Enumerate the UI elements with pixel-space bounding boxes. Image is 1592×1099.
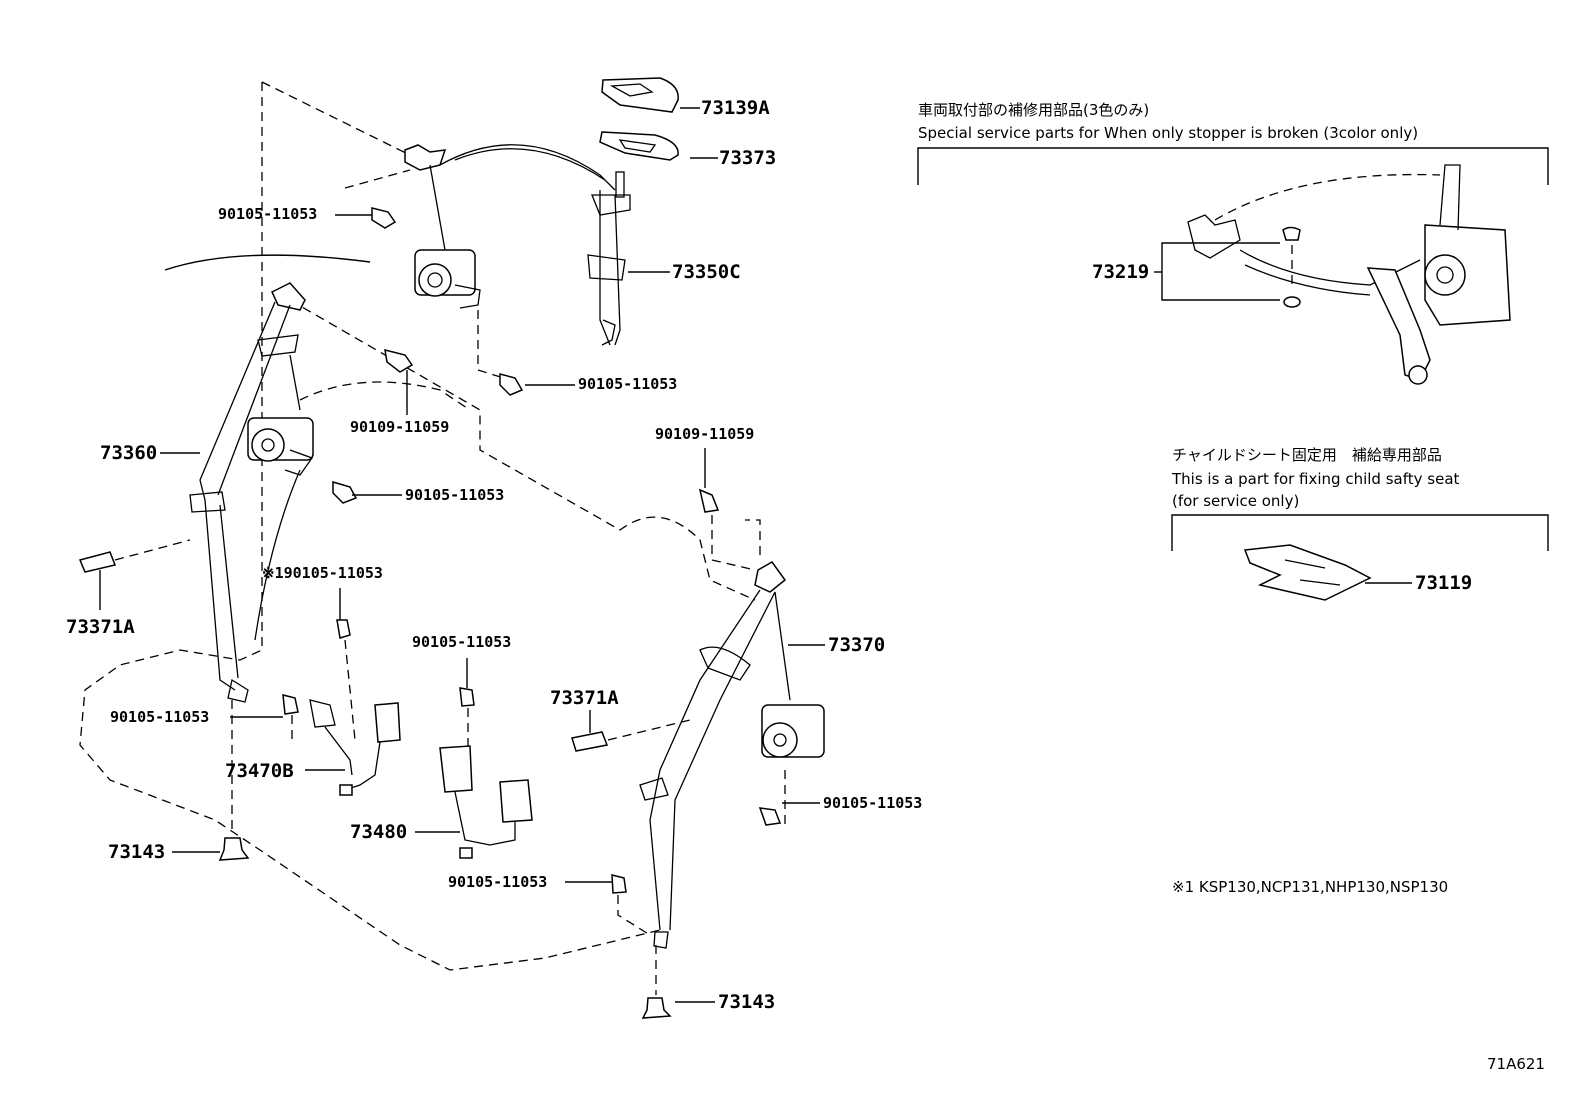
label-73360: 73360: [100, 442, 158, 464]
label-90109-11059-a: 90109-11059: [350, 418, 450, 436]
label-73143-left: 73143: [108, 841, 166, 863]
service-note-jp: 車両取付部の補修用部品(3色のみ): [918, 101, 1150, 119]
label-73373: 73373: [719, 147, 777, 169]
service-box-bracket: [917, 147, 1549, 185]
anchor-73143-left: [218, 837, 250, 861]
footnote: ※1 KSP130,NCP131,NHP130,NSP130: [1172, 878, 1449, 896]
label-73139a: 73139A: [701, 97, 770, 119]
label-73119: 73119: [1415, 572, 1473, 594]
left-belt-anchor: [271, 282, 306, 311]
seatback-top-line: [261, 81, 421, 161]
label-73371a-left: 73371A: [66, 616, 135, 638]
child-note-jp: チャイルドシート固定用 補給専用部品: [1172, 446, 1442, 464]
anchor-73143-right: [641, 997, 672, 1019]
label-73371a-right: 73371A: [550, 687, 619, 709]
label-90105-11053-f: 90105-11053: [412, 633, 512, 651]
label-73470b: 73470B: [225, 760, 294, 782]
part-73119: [1243, 544, 1372, 601]
label-90105-11053-d: ※190105-11053: [262, 564, 383, 582]
label-90109-11059-b: 90109-11059: [655, 425, 755, 443]
figure-code: 71A621: [1487, 1055, 1545, 1073]
clip-right: [571, 731, 609, 752]
service-retractor: [1424, 224, 1511, 326]
child-box-bracket: [1171, 514, 1549, 551]
buckle-73470b: [374, 702, 401, 743]
buckle-73480: [439, 745, 473, 793]
label-73143-right: 73143: [718, 991, 776, 1013]
cover-73373: [599, 131, 679, 161]
label-90105-11053-c: 90105-11053: [405, 486, 505, 504]
label-90105-11053-a: 90105-11053: [218, 205, 318, 223]
label-73350c: 73350C: [672, 261, 741, 283]
cover-73139a: [601, 77, 679, 113]
label-90105-11053-b: 90105-11053: [578, 375, 678, 393]
clip-left: [78, 551, 117, 573]
service-note-en: Special service parts for When only stop…: [918, 124, 1419, 142]
label-73219: 73219: [1092, 261, 1150, 283]
right-belt-anchor: [754, 561, 787, 593]
label-73480: 73480: [350, 821, 408, 843]
child-note-en-2: (for service only): [1172, 492, 1300, 510]
child-note-en-1: This is a part for fixing child safty se…: [1172, 470, 1460, 488]
label-90105-11053-g: 90105-11053: [448, 873, 548, 891]
bolt-icons: [282, 207, 782, 894]
upper-belt-anchor: [404, 144, 447, 171]
label-90105-11053-h: 90105-11053: [823, 794, 923, 812]
label-73370: 73370: [828, 634, 886, 656]
seat-outline: [79, 82, 661, 971]
label-90105-11053-e: 90105-11053: [110, 708, 210, 726]
